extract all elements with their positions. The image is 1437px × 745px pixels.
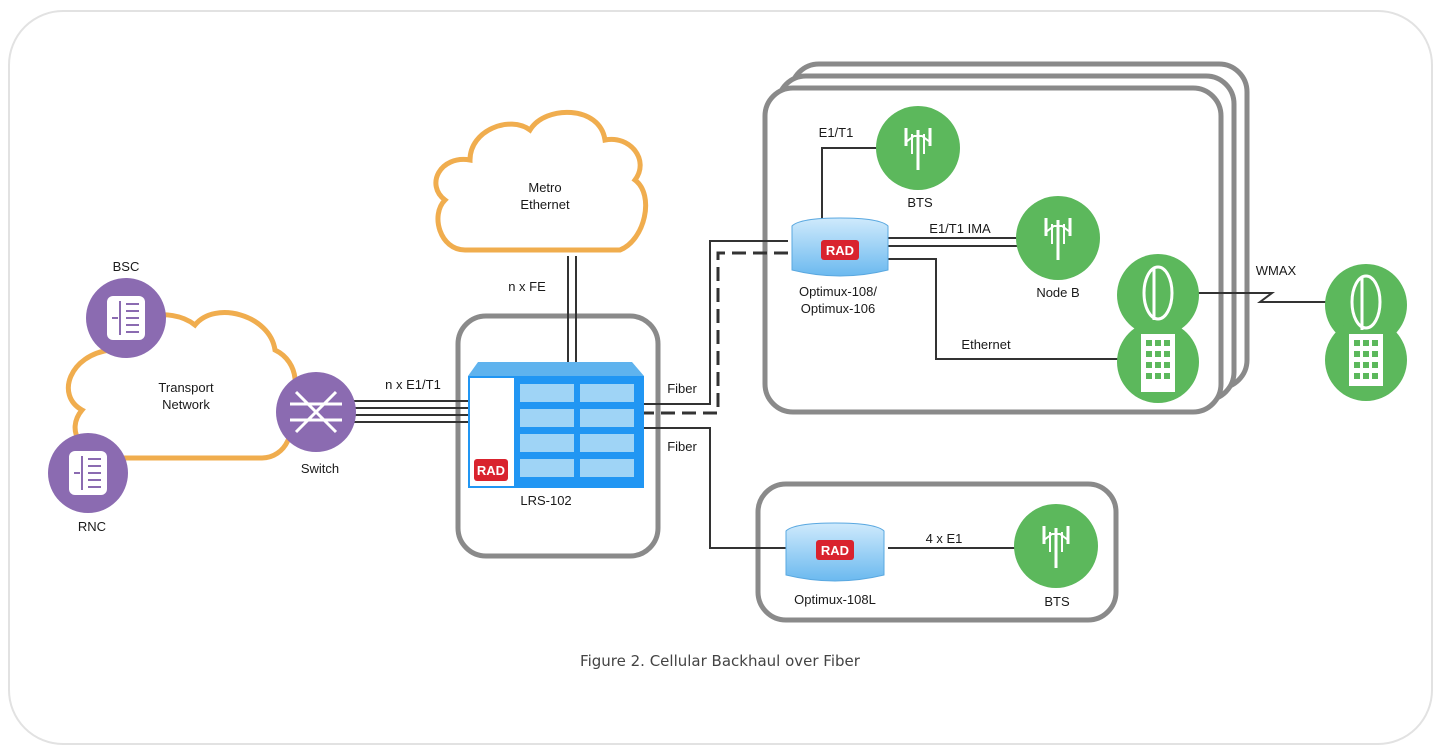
metro-label-1: Metro [528,180,561,195]
optimux-l-container [755,481,1119,623]
diagram-frame [8,10,1433,745]
switch-label: Switch [301,461,339,476]
lrs-container [455,313,661,559]
e1t1-ima-label: E1/T1 IMA [929,221,991,236]
svg-text:RAD: RAD [821,543,849,558]
e1t1-label: E1/T1 [819,125,854,140]
fiber-label-2: Fiber [667,439,697,454]
fiber-label-1: Fiber [667,381,697,396]
optimux-l-label: Optimux-108L [794,592,876,607]
four-e1-label: 4 x E1 [926,531,963,546]
optimux-label-1: Optimux-108/ [799,284,877,299]
bts-bottom-label: BTS [1044,594,1070,609]
bts-bottom-antenna-icon [1014,504,1098,588]
wimax-station-icon [1117,254,1199,403]
rnc-label: RNC [78,519,106,534]
svg-text:RAD: RAD [826,243,854,258]
wmax-label: WMAX [1256,263,1297,278]
n-e1t1-label: n x E1/T1 [385,377,441,392]
figure-caption: Figure 2. Cellular Backhaul over Fiber [580,652,861,670]
metro-cloud-icon [433,109,649,253]
lrs-device-icon: RAD [468,362,644,488]
ethernet-label: Ethernet [961,337,1011,352]
switch-icon [276,372,356,452]
optimux-l-icon: RAD [785,522,885,582]
metro-label-2: Ethernet [520,197,570,212]
n-fe-label: n x FE [508,279,546,294]
bts-antenna-icon [876,106,960,190]
optimux-icon: RAD [791,217,889,277]
wimax-remote-station-icon [1325,264,1407,401]
bts-top-label: BTS [907,195,933,210]
transport-label-2: Network [162,397,210,412]
connections [352,147,1336,549]
bsc-label: BSC [113,259,140,274]
transport-label-1: Transport [158,380,214,395]
rnc-icon [48,433,128,513]
node-b-antenna-icon [1016,196,1100,280]
lrs-rad-logo: RAD [477,463,505,478]
lrs-label: LRS-102 [520,493,571,508]
node-b-label: Node B [1036,285,1079,300]
bsc-icon [86,278,166,358]
optimux-label-2: Optimux-106 [801,301,875,316]
